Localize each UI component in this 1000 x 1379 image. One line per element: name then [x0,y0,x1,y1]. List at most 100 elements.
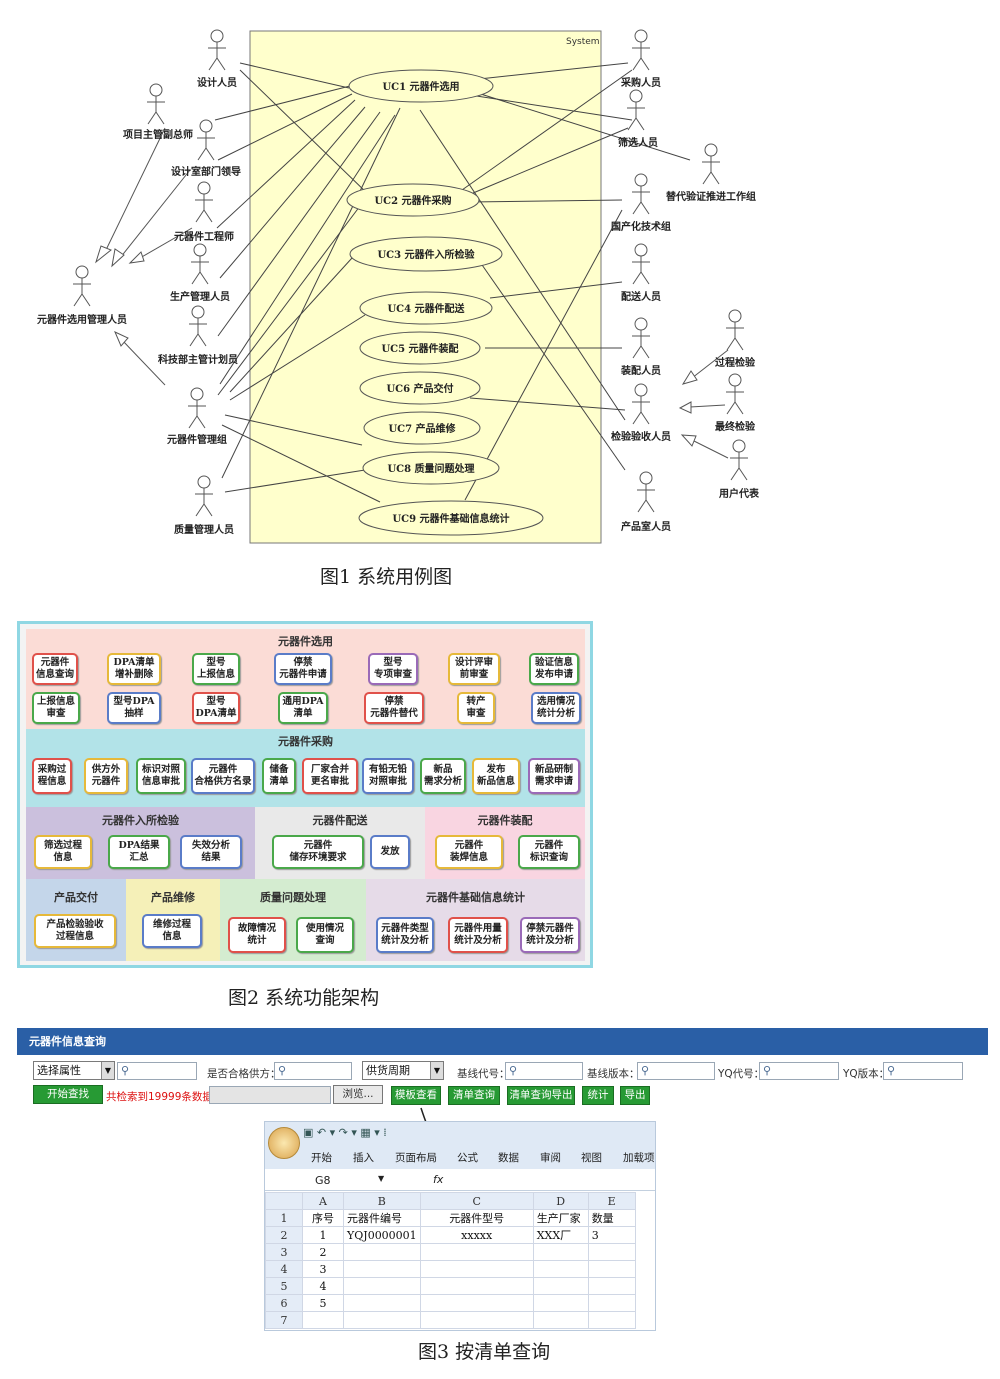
start-search-button[interactable]: 开始查找 [33,1085,103,1104]
actor-icon [730,439,748,481]
table-cell[interactable] [587,1277,636,1295]
table-cell[interactable] [419,1260,534,1278]
tab-insert[interactable]: 插入 [353,1152,374,1164]
actor-limb [205,147,215,161]
actor-label: 国产化技术组 [611,220,671,233]
tab-addins[interactable]: 加载项 [623,1152,655,1164]
table-cell[interactable] [302,1311,344,1329]
row-header[interactable]: 3 [265,1243,303,1261]
actor-limb [734,337,744,351]
table-cell[interactable]: 3 [302,1260,344,1278]
table-cell[interactable] [343,1311,421,1329]
table-cell[interactable] [343,1277,421,1295]
actor-limb [726,401,736,415]
actor-head [199,119,213,133]
table-cell[interactable]: 2 [302,1243,344,1261]
quick-access-icons[interactable]: ▣ ↶ ▾ ↷ ▾ ▦ ▾ ⁞ [303,1126,387,1139]
header-cell[interactable]: 元器件型号 [419,1209,534,1227]
use-case-ellipse [349,236,503,272]
yq-code-input[interactable]: ⚲ [759,1062,839,1080]
fn-dpa-summary: DPA结果 汇总 [108,835,170,869]
table-cell[interactable] [343,1260,421,1278]
table-cell[interactable] [532,1311,589,1329]
use-case-ellipse [346,183,480,217]
actor-icon [637,471,655,513]
table-cell[interactable]: XXX厂 [532,1226,589,1244]
table-cell[interactable] [343,1294,421,1312]
fn-model-dpa-list: 型号 DPA清单 [192,692,240,724]
table-cell[interactable]: 1 [302,1226,344,1244]
fx-icon[interactable]: fx [433,1173,444,1186]
chevron-down-icon: ▼ [101,1062,114,1079]
column-a[interactable]: A [302,1192,344,1210]
column-d[interactable]: D [532,1192,589,1210]
table-cell[interactable]: xxxxx [419,1226,534,1244]
row-header[interactable]: 2 [265,1226,303,1244]
table-cell[interactable] [532,1277,589,1295]
actor-icon [197,119,215,161]
tab-data[interactable]: 数据 [498,1152,519,1164]
table-cell[interactable] [419,1311,534,1329]
table-cell[interactable] [419,1243,534,1261]
header-cell[interactable]: 生产厂家 [532,1209,589,1227]
table-cell[interactable]: 4 [302,1277,344,1295]
column-b[interactable]: B [343,1192,421,1210]
table-cell[interactable] [532,1294,589,1312]
tab-review[interactable]: 审阅 [540,1152,561,1164]
table-cell[interactable]: 5 [302,1294,344,1312]
table-cell[interactable]: YQJ0000001 [343,1226,421,1244]
export-button[interactable]: 导出 [620,1086,650,1105]
table-cell[interactable] [587,1260,636,1278]
tab-view[interactable]: 视图 [581,1152,602,1164]
actor-limb [155,111,165,125]
column-c[interactable]: C [419,1192,534,1210]
table-cell[interactable] [587,1294,636,1312]
section-select-title: 元器件选用 [278,635,333,648]
tab-formulas[interactable]: 公式 [457,1152,478,1164]
stats-button[interactable]: 统计 [582,1086,614,1105]
base-code-input[interactable]: ⚲ [505,1062,583,1080]
query-header: 元器件信息查询 [17,1028,988,1055]
header-cell[interactable]: 元器件编号 [343,1209,421,1227]
file-path-input[interactable] [209,1086,331,1104]
fn-ban-apply: 停禁 元器件申请 [274,653,332,685]
tab-page-layout[interactable]: 页面布局 [395,1152,437,1164]
table-cell[interactable] [419,1294,534,1312]
row-header[interactable]: 4 [265,1260,303,1278]
list-query-button[interactable]: 清单查询 [448,1086,500,1105]
template-view-button[interactable]: 模板查看 [391,1086,441,1105]
base-version-input[interactable]: ⚲ [637,1062,715,1080]
tab-home[interactable]: 开始 [311,1152,332,1164]
list-query-export-button[interactable]: 清单查询导出 [507,1086,575,1105]
fn-general-dpa-list: 通用DPA 清单 [278,692,328,724]
row-header[interactable]: 7 [265,1311,303,1329]
actor-limb [73,293,83,307]
table-cell[interactable] [532,1260,589,1278]
chevron-down-icon: ▼ [430,1062,443,1079]
qualified-supplier-input[interactable]: ⚲ [274,1062,352,1080]
office-logo-icon[interactable] [268,1127,300,1159]
row-header[interactable]: 5 [265,1277,303,1295]
use-case-ellipse [362,451,500,485]
table-cell[interactable] [343,1243,421,1261]
attribute-select[interactable]: 选择属性 ▼ [33,1061,115,1080]
table-cell[interactable] [419,1277,534,1295]
column-e[interactable]: E [587,1192,636,1210]
cell-reference[interactable]: G8 [315,1174,331,1187]
actor-limb [627,117,637,131]
table-cell[interactable] [587,1243,636,1261]
use-case-ellipse [348,69,494,103]
row-header[interactable]: 6 [265,1294,303,1312]
header-cell[interactable]: 数量 [587,1209,636,1227]
table-cell[interactable] [532,1243,589,1261]
table-cell[interactable]: 3 [587,1226,636,1244]
yq-version-input[interactable]: ⚲ [883,1062,963,1080]
browse-button[interactable]: 浏览... [333,1085,383,1104]
header-cell[interactable]: 序号 [302,1209,344,1227]
row-header[interactable]: 1 [265,1209,303,1227]
attribute-search-input[interactable]: ⚲ [117,1062,197,1080]
table-cell[interactable] [587,1311,636,1329]
supply-cycle-select[interactable]: 供货周期 ▼ [362,1061,444,1080]
cell-ref-dropdown-icon[interactable]: ▼ [378,1174,385,1183]
